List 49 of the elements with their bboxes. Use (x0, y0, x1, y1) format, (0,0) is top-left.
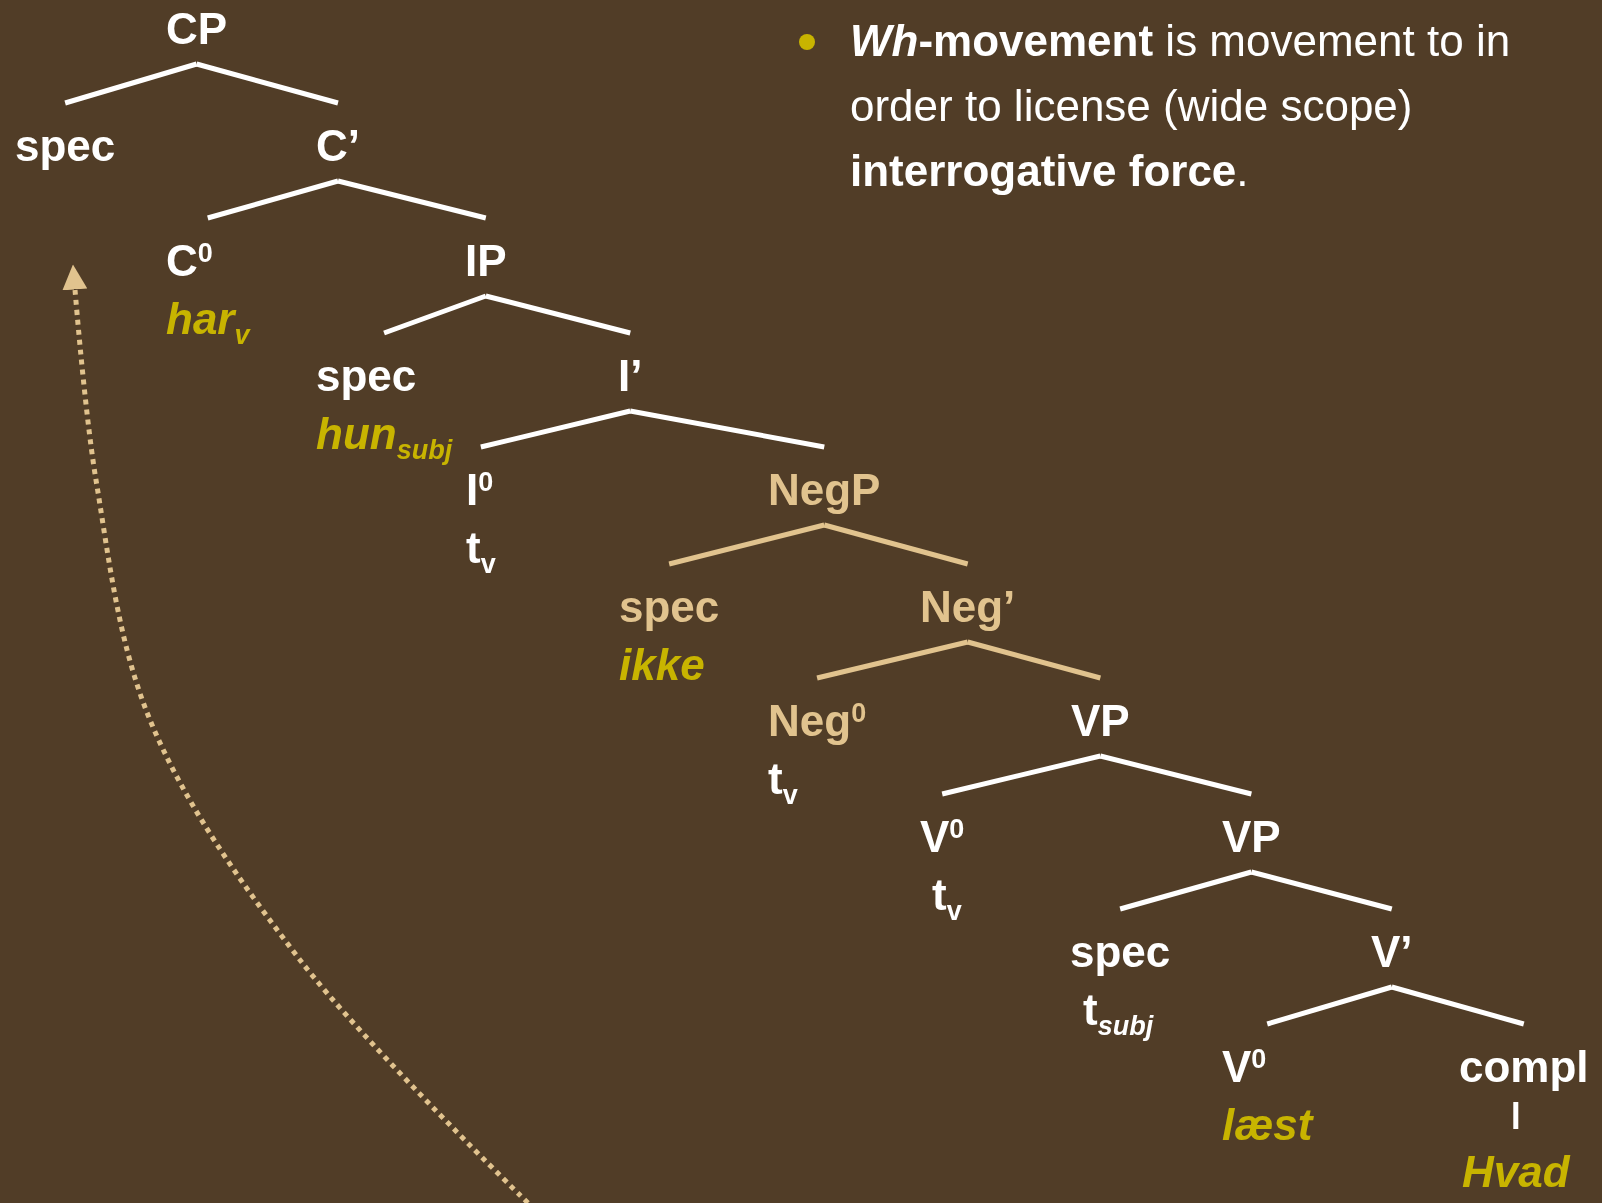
word-label: hun$_{subj}$ (316, 408, 453, 463)
word-label: læst (1222, 1099, 1313, 1151)
tree-branch (480, 408, 631, 450)
tree-branch (1119, 869, 1253, 912)
category-label: V’ (1371, 926, 1413, 978)
word-label: ikke (619, 639, 706, 691)
bullet-text: Wh-movement is movement to in order to license (wide scope) interrogative force. (850, 15, 1512, 197)
category-label: VP (1222, 811, 1281, 863)
tree-branch (1099, 753, 1252, 797)
tree-branch (816, 639, 969, 681)
word-label: t$_{v}$ (768, 753, 799, 808)
category-label: spec (316, 350, 418, 402)
word-label: t$_{subj}$ (1083, 984, 1155, 1039)
category-label: spec (15, 120, 116, 172)
category-label: NegP (768, 464, 881, 516)
category-label: C’ (316, 120, 360, 172)
tree-branch (668, 522, 825, 567)
category-label: I’ (618, 350, 643, 402)
category-label: compl (1459, 1041, 1589, 1093)
tree-branch (485, 293, 631, 336)
category-label: IP (465, 235, 507, 287)
category-label: Neg’ (920, 581, 1016, 633)
movement-arrow (62, 264, 530, 1203)
tree-branch (967, 639, 1101, 681)
category-label: spec (619, 581, 720, 633)
tree-branch (195, 61, 339, 106)
tree-branch (1266, 984, 1393, 1027)
category-label: Hvad (1462, 1146, 1570, 1198)
word-label: har$_{v}$ (166, 293, 250, 348)
category-label: I$^{0}$ (466, 464, 495, 516)
tree-branch (207, 178, 339, 221)
tree-branch (337, 178, 487, 221)
tree-branch (1391, 984, 1525, 1027)
category-label: C$^{0}$ (166, 235, 214, 287)
category-label: VP (1071, 695, 1130, 747)
tree-branch (1250, 869, 1393, 912)
tree-branch (823, 522, 969, 567)
tree-branch (941, 753, 1101, 797)
tree-branch (64, 61, 198, 106)
tree-branch (629, 408, 825, 450)
category-label: spec (1070, 926, 1171, 978)
word-label: t$_{v}$ (932, 869, 963, 924)
tree-branch (1513, 1102, 1519, 1129)
category-label: V$^{0}$ (920, 811, 965, 863)
category-label: Neg$^{0}$ (768, 695, 867, 747)
tree-branch (383, 293, 487, 336)
word-label: t$_{v}$ (466, 522, 496, 577)
category-label: CP (166, 3, 228, 55)
category-label: V$^{0}$ (1222, 1041, 1268, 1093)
